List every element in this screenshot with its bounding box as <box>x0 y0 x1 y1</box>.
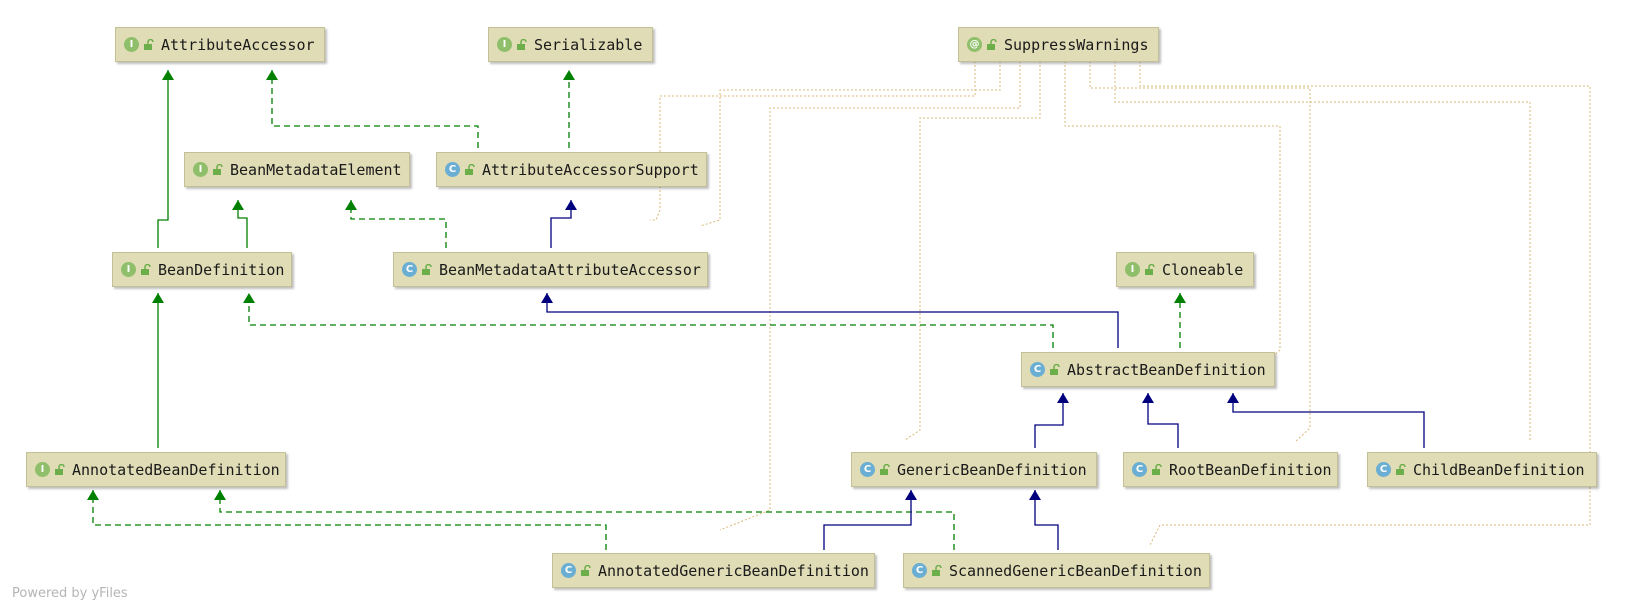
extends-line <box>1227 393 1425 448</box>
interface-icon: I <box>1125 262 1140 277</box>
node-suppress-warnings[interactable]: @ SuppressWarnings <box>958 27 1159 62</box>
unlock-icon <box>932 564 942 576</box>
extends-line <box>550 200 577 248</box>
unlock-icon <box>987 38 997 50</box>
node-attribute-accessor[interactable]: I AttributeAccessor <box>115 27 325 62</box>
extends-line <box>1029 490 1059 550</box>
interface-icon: I <box>193 162 208 177</box>
annotation-line <box>1139 61 1591 546</box>
implements-line <box>87 490 607 550</box>
annotation-line <box>1064 61 1281 361</box>
class-icon: C <box>1132 462 1147 477</box>
node-root-bean-definition[interactable]: C RootBeanDefinition <box>1123 452 1338 487</box>
class-name: RootBeanDefinition <box>1169 460 1332 479</box>
unlock-icon <box>422 263 432 275</box>
implements-line <box>345 200 447 248</box>
class-name: AnnotatedGenericBeanDefinition <box>598 561 869 580</box>
class-icon: C <box>1030 362 1045 377</box>
class-icon: C <box>402 262 417 277</box>
class-name: BeanDefinition <box>158 260 285 279</box>
interface-icon: I <box>35 462 50 477</box>
class-name: AbstractBeanDefinition <box>1067 360 1266 379</box>
implements-line <box>266 70 479 148</box>
class-icon: C <box>860 462 875 477</box>
class-name: Serializable <box>534 35 643 54</box>
annotation-line <box>719 61 1021 531</box>
class-name: ChildBeanDefinition <box>1413 460 1585 479</box>
node-scanned-generic-bean-definition[interactable]: C ScannedGenericBeanDefinition <box>903 553 1210 588</box>
node-cloneable[interactable]: I Cloneable <box>1116 252 1254 287</box>
extends-line <box>541 293 1119 348</box>
unlock-icon <box>141 263 151 275</box>
node-serializable[interactable]: I Serializable <box>488 27 653 62</box>
class-name: ScannedGenericBeanDefinition <box>949 561 1202 580</box>
extends-line <box>232 200 248 248</box>
unlock-icon <box>1050 363 1060 375</box>
interface-icon: I <box>497 37 512 52</box>
class-name: GenericBeanDefinition <box>897 460 1087 479</box>
extends-line <box>1034 393 1069 448</box>
extends-line <box>157 70 174 248</box>
unlock-icon <box>1145 263 1155 275</box>
node-abstract-bean-definition[interactable]: C AbstractBeanDefinition <box>1021 352 1275 387</box>
unlock-icon <box>1396 463 1406 475</box>
unlock-icon <box>55 463 65 475</box>
class-icon: C <box>1376 462 1391 477</box>
unlock-icon <box>213 163 223 175</box>
extends-line <box>823 490 917 550</box>
node-attribute-accessor-support[interactable]: C AttributeAccessorSupport <box>436 152 707 187</box>
class-name: AttributeAccessorSupport <box>482 160 699 179</box>
unlock-icon <box>1152 463 1162 475</box>
unlock-icon <box>581 564 591 576</box>
class-icon: C <box>561 563 576 578</box>
annotation-line <box>1114 61 1531 440</box>
class-name: AnnotatedBeanDefinition <box>72 460 280 479</box>
node-bean-metadata-element[interactable]: I BeanMetadataElement <box>184 152 410 187</box>
node-bean-metadata-attribute-accessor[interactable]: C BeanMetadataAttributeAccessor <box>393 252 708 287</box>
class-name: BeanMetadataElement <box>230 160 402 179</box>
annotation-line <box>904 61 1041 441</box>
class-name: BeanMetadataAttributeAccessor <box>439 260 701 279</box>
unlock-icon <box>880 463 890 475</box>
interface-icon: I <box>124 37 139 52</box>
annotation-line <box>650 61 976 221</box>
interface-icon: I <box>121 262 136 277</box>
node-annotated-bean-definition[interactable]: I AnnotatedBeanDefinition <box>26 452 286 487</box>
node-generic-bean-definition[interactable]: C GenericBeanDefinition <box>851 452 1097 487</box>
unlock-icon <box>465 163 475 175</box>
class-name: SuppressWarnings <box>1004 35 1149 54</box>
extends-line <box>1142 393 1179 448</box>
class-name: Cloneable <box>1162 260 1244 279</box>
annotation-icon: @ <box>967 37 982 52</box>
annotation-line <box>699 61 1001 227</box>
class-name: AttributeAccessor <box>161 35 315 54</box>
unlock-icon <box>517 38 527 50</box>
node-child-bean-definition[interactable]: C ChildBeanDefinition <box>1367 452 1597 487</box>
watermark-text: Powered by yFiles <box>12 586 128 601</box>
class-icon: C <box>445 162 460 177</box>
unlock-icon <box>144 38 154 50</box>
annotation-line <box>1089 61 1311 443</box>
node-annotated-generic-bean-definition[interactable]: C AnnotatedGenericBeanDefinition <box>552 553 875 588</box>
class-icon: C <box>912 563 927 578</box>
implements-line <box>243 293 1054 348</box>
implements-line <box>214 490 955 550</box>
node-bean-definition[interactable]: I BeanDefinition <box>112 252 292 287</box>
